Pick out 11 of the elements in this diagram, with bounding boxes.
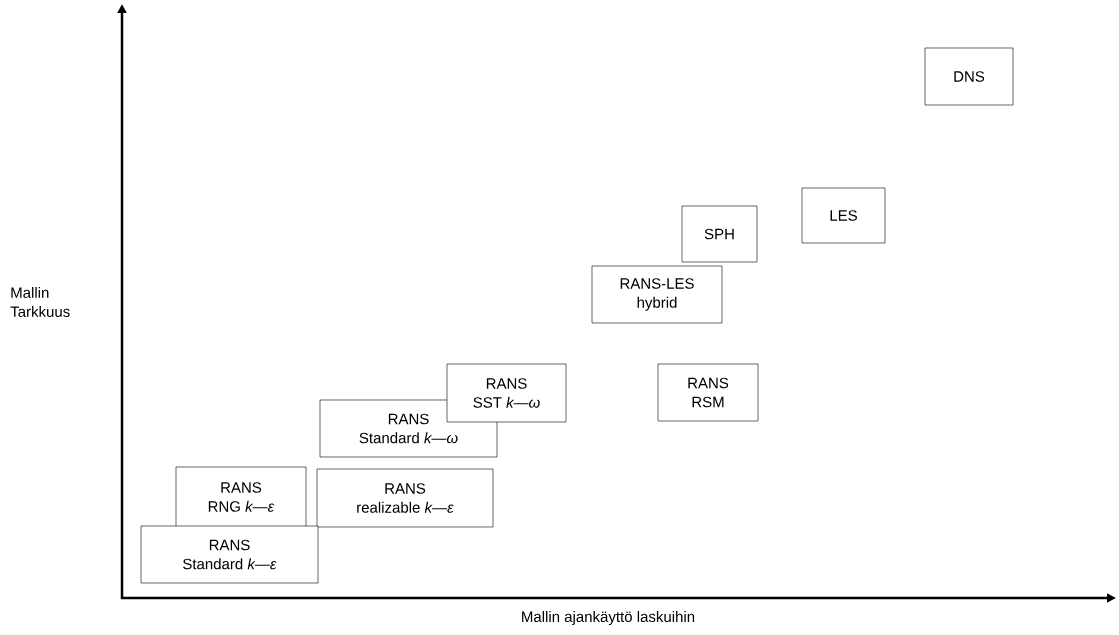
model-box: RANS Standard k—ε bbox=[140, 525, 319, 584]
model-box: RANS RSM bbox=[657, 363, 759, 422]
model-box: RANS SST k—ω bbox=[446, 363, 567, 423]
model-box: SPH bbox=[681, 205, 758, 263]
model-box: RANS realizable k—ε bbox=[316, 468, 494, 528]
model-box: LES bbox=[801, 187, 886, 244]
model-box: RANS-LES hybrid bbox=[591, 265, 723, 324]
model-box: DNS bbox=[924, 47, 1014, 106]
model-box: RANS RNG k—ε bbox=[175, 466, 307, 528]
axis-label: Mallin ajankäyttö laskuihin bbox=[522, 611, 695, 625]
axis-label: Mallin Tarkkuus bbox=[10, 287, 70, 317]
